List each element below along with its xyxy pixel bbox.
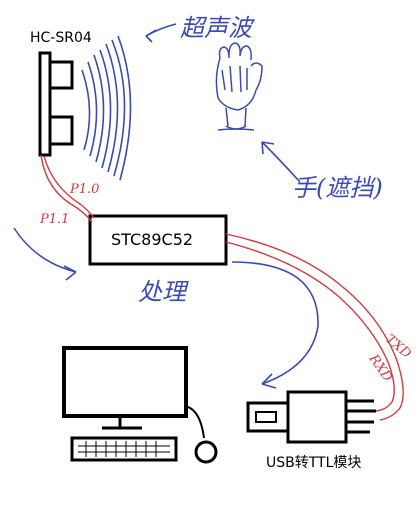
hand-drawing bbox=[215, 42, 263, 131]
pin-p10-label: P1.0 bbox=[70, 182, 100, 197]
sensor-label: HC-SR04 bbox=[30, 30, 92, 46]
mouse bbox=[183, 405, 218, 464]
input-arrow bbox=[13, 227, 77, 281]
process-note: 处理 bbox=[138, 278, 186, 306]
hand-arrow bbox=[261, 141, 301, 183]
ultrasonic-note: 超声波 bbox=[180, 14, 252, 42]
sensor-wires bbox=[40, 154, 95, 223]
usb-module-label: USB转TTL模块 bbox=[266, 455, 362, 471]
usb-ttl-module bbox=[246, 390, 376, 444]
ultrasonic-arrow bbox=[145, 23, 177, 43]
pin-p11-label: P1.1 bbox=[40, 212, 70, 227]
uart-wires bbox=[225, 233, 404, 421]
hand-note: 手(遮挡) bbox=[292, 174, 383, 202]
computer-monitor bbox=[62, 346, 188, 430]
mcu-label: STC89C52 bbox=[111, 230, 194, 249]
ultrasonic-waves bbox=[81, 35, 132, 181]
keyboard bbox=[70, 436, 178, 462]
hc-sr04-sensor bbox=[38, 51, 74, 157]
stc89c52-chip bbox=[88, 214, 228, 266]
output-arrow bbox=[231, 261, 319, 389]
